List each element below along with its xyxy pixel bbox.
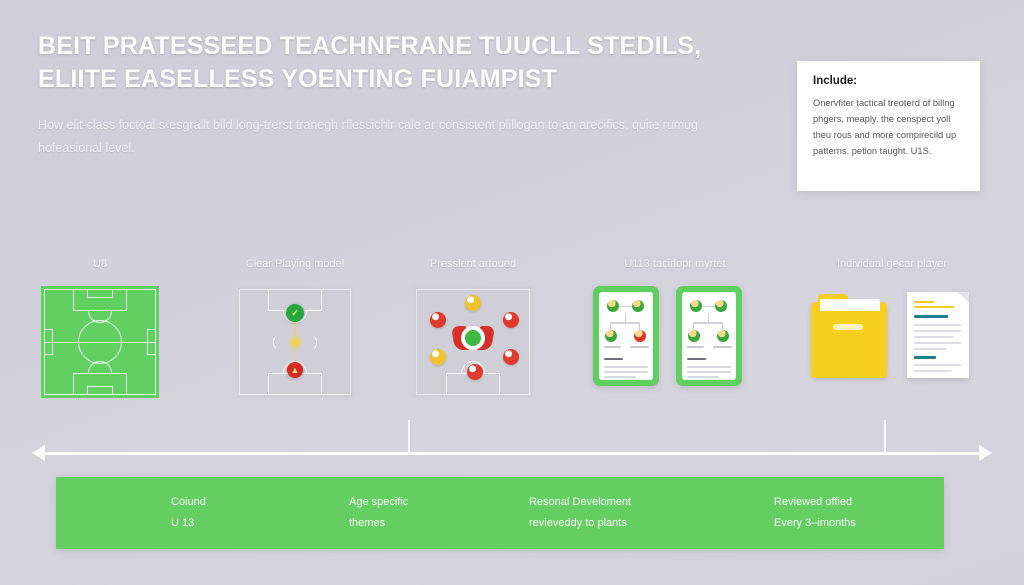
- timeline-axis: [32, 420, 992, 463]
- title-line-2: ELIITE EASELLESS YOENTING FUIAMPIST: [38, 65, 558, 93]
- player-token-icon: [503, 349, 519, 365]
- stage-item-1[interactable]: U8: [36, 258, 164, 398]
- footer-item-1: Coiund U 13: [171, 492, 206, 535]
- footer-item-3-line2: revieveddy to plants: [529, 517, 627, 530]
- player-token-icon: [430, 312, 446, 328]
- axis-tick: [884, 420, 886, 452]
- footer-item-4-line1: Reviewed offied: [774, 496, 853, 508]
- marker-green-icon: ✓: [286, 304, 304, 322]
- arrow-right-icon: [979, 445, 992, 461]
- playing-model-pitch-icon: ✓ ▲ ( ): [236, 286, 354, 398]
- player-token-icon: [503, 312, 519, 328]
- footer-item-3-line1: Resonal Develoment: [529, 496, 632, 508]
- footer-item-1-line2: U 13: [171, 517, 195, 530]
- footer-item-2: Age specific themes: [349, 492, 408, 535]
- stage-art-pitch-green: [41, 286, 159, 398]
- axis-tick: [408, 420, 410, 452]
- stage-item-4[interactable]: U113 taçirlopr myrtet: [566, 258, 784, 390]
- footer-item-1-line1: Coiund: [171, 496, 206, 508]
- include-card: Include: Onervfiter tactical treoterd of…: [797, 61, 980, 191]
- development-plan-card[interactable]: [592, 286, 659, 386]
- soccer-pitch-icon: [41, 286, 159, 398]
- stage-label-5: Individual gecar player: [836, 258, 948, 270]
- footer-item-2-line1: Age specific: [349, 496, 409, 508]
- page-subtitle: How elit-class foctoal s‹esgrallt blld l…: [38, 118, 699, 156]
- stage-item-3[interactable]: Presslent artoued: [376, 258, 570, 398]
- stage-label-3: Presslent artoued: [429, 258, 517, 270]
- stage-row: U8 Clear Playing model: [36, 258, 988, 418]
- team-emblem-icon: [450, 324, 496, 352]
- ball-marker-icon: [290, 338, 300, 347]
- arrow-left-icon: [32, 445, 45, 461]
- development-plan-card[interactable]: [675, 286, 742, 386]
- marker-red-icon: ▲: [287, 362, 303, 378]
- footer-item-3: Resonal Develoment revieveddy to plants: [529, 492, 631, 535]
- stage-item-2[interactable]: Clear Playing model ✓ ▲ (: [198, 258, 392, 398]
- axis-line: [42, 452, 982, 455]
- header-block: BEIT PRATESSEED TEACHNFRANE TUUCLL STEDI…: [38, 30, 738, 160]
- stage-label-2: Clear Playing model: [245, 258, 345, 270]
- footer-item-4: Reviewed offied Every 3–imonths: [774, 492, 856, 535]
- title-line-1: BEIT PRATESSEED TEACHNFRANE TUUCLL STEDI…: [38, 32, 702, 60]
- footer-summary-bar: Coiund U 13 Age specific themes Resonal …: [56, 477, 944, 549]
- stage-item-5[interactable]: Individual gecar player: [796, 258, 988, 386]
- player-token-icon: [430, 349, 446, 365]
- footer-item-4-line2: Every 3–imonths: [774, 517, 856, 530]
- stage-label-1: U8: [92, 258, 108, 270]
- player-token-icon: [467, 364, 483, 380]
- page-title: BEIT PRATESSEED TEACHNFRANE TUUCLL STEDI…: [38, 30, 738, 96]
- pressing-shape-pitch-icon: [413, 286, 533, 398]
- footer-item-2-line2: themes: [349, 517, 386, 530]
- player-token-icon: [465, 295, 481, 311]
- include-card-body: Onervfiter tactical treoterd of billng p…: [813, 98, 957, 156]
- folder-icon: [810, 294, 887, 378]
- stage-art-doc-cards: [592, 286, 758, 390]
- include-card-title: Include:: [813, 75, 858, 87]
- stage-art-pitch-players: [413, 286, 533, 398]
- player-report-document-icon: [906, 292, 969, 378]
- stage-art-pitch-markers: ✓ ▲ ( ): [236, 286, 354, 398]
- stage-art-folder-doc: [805, 286, 980, 386]
- stage-label-4: U113 taçirlopr myrtet: [624, 258, 726, 270]
